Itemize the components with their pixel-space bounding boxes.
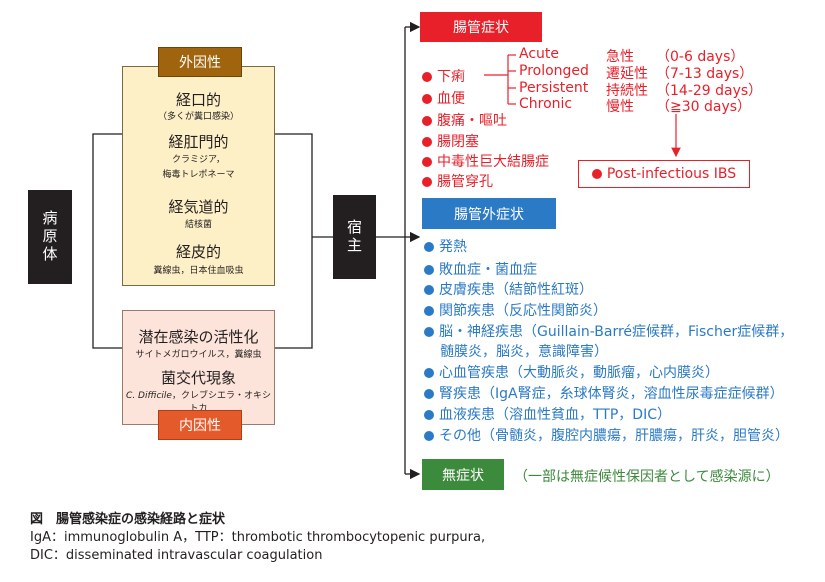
intestinal-item-label: 腸閉塞 [437, 134, 479, 150]
course-days: （7-13 days） [656, 66, 754, 82]
course-jp: 遷延性 [606, 66, 648, 82]
extraintestinal-item: 心血管疾患（大動脈炎，動脈瘤，心内膜炎） [424, 362, 719, 382]
bullet-icon [422, 116, 432, 126]
asymptomatic-note: （一部は無症候性保因者として感染源に） [514, 469, 780, 485]
extraintestinal-item-label: 皮膚疾患（結節性紅斑） [439, 282, 593, 298]
route-skin-note: 糞線虫，日本住血吸虫 [153, 266, 244, 276]
pathogen-box: 病原体 [28, 190, 72, 284]
route-anal: 経肛門的 [168, 133, 229, 151]
bullet-icon [424, 327, 434, 337]
bullet-icon [422, 94, 432, 104]
exogenous-tag-label: 外因性 [179, 55, 221, 71]
endogenous-tag: 内因性 [158, 410, 242, 440]
route-microbial-note-italic: C. Difficile [126, 391, 172, 401]
route-anal-note2: 梅毒トレポネーマ [162, 170, 235, 180]
extraintestinal-item: 敗血症・菌血症 [424, 259, 537, 279]
extraintestinal-item-label: 関節疾患（反応性関節炎） [439, 303, 607, 319]
bullet-icon [424, 285, 434, 295]
intestinal-header-label: 腸管症状 [453, 20, 509, 36]
extraintestinal-item-label: 脳・神経疾患（Guillain-Barré症候群，Fischer症候群， [439, 324, 794, 340]
intestinal-item-label: 血便 [437, 91, 465, 107]
course-en: Prolonged [519, 63, 589, 79]
route-latent-note: サイトメガロウイルス，糞線虫 [135, 350, 262, 360]
course-days: （14-29 days） [656, 83, 763, 99]
extraintestinal-item-label: 発熱 [439, 239, 467, 255]
bullet-icon [422, 72, 432, 82]
route-anal-note: クラミジア， [171, 155, 226, 165]
extraintestinal-header: 腸管外症状 [422, 198, 556, 229]
extraintestinal-item: 血液疾患（溶血性貧血，TTP，DIC） [424, 404, 671, 424]
intestinal-item: 下痢 [422, 66, 465, 86]
route-airway: 経気道的 [168, 198, 229, 216]
course-days: （0-6 days） [656, 49, 745, 65]
host-label: 宿主 [345, 219, 363, 255]
route-microbial-note: C. Difficile，クレブシエラ・オキシトカ [123, 388, 274, 414]
exogenous-tag: 外因性 [158, 47, 242, 77]
asymptomatic-header-label: 無症状 [442, 467, 484, 484]
extraintestinal-item-label: 敗血症・菌血症 [439, 262, 537, 278]
intestinal-item: 血便 [422, 88, 465, 108]
abbreviation-line-1: IgA：immunoglobulin A，TTP：thrombotic thro… [30, 530, 486, 545]
bullet-icon [424, 410, 434, 420]
course-jp: 急性 [606, 49, 634, 65]
bullet-icon [424, 265, 434, 275]
route-microbial-substitution: 菌交代現象 [160, 369, 236, 387]
extraintestinal-item-label: 血液疾患（溶血性貧血，TTP，DIC） [439, 407, 671, 423]
intestinal-item: 腸閉塞 [422, 131, 479, 151]
intestinal-item: 中毒性巨大結腸症 [422, 151, 549, 171]
course-en: Acute [519, 46, 560, 62]
route-oral: 経口的 [175, 91, 221, 109]
course-jp: 持続性 [606, 83, 648, 99]
host-box: 宿主 [333, 195, 376, 279]
extraintestinal-item: 発熱 [424, 236, 467, 256]
extraintestinal-item-label: 腎疾患（IgA腎症，糸球体腎炎，溶血性尿毒症症候群） [439, 386, 784, 402]
route-latent: 潜在感染の活性化 [138, 328, 259, 346]
asymptomatic-header: 無症状 [422, 459, 504, 490]
extraintestinal-header-label: 腸管外症状 [454, 206, 524, 223]
extraintestinal-item: その他（骨髄炎，腹腔内膿瘍，肝膿瘍，肝炎，胆管炎） [424, 425, 789, 445]
bullet-icon [424, 368, 434, 378]
course-jp: 慢性 [606, 99, 634, 115]
bullet-icon [422, 137, 432, 147]
extraintestinal-item-continued: 髄膜炎，脳炎，意識障害） [440, 344, 608, 360]
course-en: Persistent [519, 80, 589, 96]
intestinal-item: 腸管穿孔 [422, 171, 493, 191]
course-days: （≧30 days） [656, 99, 752, 115]
bullet-icon [424, 306, 434, 316]
bullet-icon [591, 169, 602, 179]
bullet-icon [422, 177, 432, 187]
endogenous-panel: 潜在感染の活性化 サイトメガロウイルス，糞線虫 菌交代現象 C. Diffici… [122, 310, 275, 425]
intestinal-item-label: 腹痛・嘔吐 [437, 113, 507, 129]
pathogen-label: 病原体 [40, 210, 59, 264]
intestinal-item: 腹痛・嘔吐 [422, 110, 507, 130]
course-en: Chronic [519, 96, 573, 112]
post-infectious-ibs-label: Post-infectious IBS [606, 166, 737, 182]
intestinal-item-label: 中毒性巨大結腸症 [437, 154, 549, 170]
intestinal-item-label: 下痢 [437, 69, 465, 85]
extraintestinal-item-label: 心血管疾患（大動脈炎，動脈瘤，心内膜炎） [439, 365, 719, 381]
extraintestinal-item: 腎疾患（IgA腎症，糸球体腎炎，溶血性尿毒症症候群） [424, 383, 784, 403]
extraintestinal-item: 脳・神経疾患（Guillain-Barré症候群，Fischer症候群， [424, 321, 793, 341]
abbreviation-line-2: DIC：disseminated intravascular coagulati… [30, 548, 323, 563]
extraintestinal-item: 皮膚疾患（結節性紅斑） [424, 279, 593, 299]
route-microbial-note-rest: ，クレブシエラ・オキシトカ [171, 391, 271, 414]
intestinal-header: 腸管症状 [420, 12, 542, 42]
endogenous-tag-label: 内因性 [179, 418, 221, 434]
intestinal-item-label: 腸管穿孔 [437, 174, 493, 190]
route-airway-note: 結核菌 [184, 220, 212, 230]
route-skin: 経皮的 [175, 243, 221, 261]
bullet-icon [424, 242, 434, 252]
post-infectious-ibs-box: Post-infectious IBS [578, 160, 750, 188]
extraintestinal-item-label: その他（骨髄炎，腹腔内膿瘍，肝膿瘍，肝炎，胆管炎） [439, 428, 789, 444]
exogenous-panel: 経口的 （多くが糞口感染） 経肛門的 クラミジア， 梅毒トレポネーマ 経気道的 … [122, 66, 275, 286]
bullet-icon [424, 389, 434, 399]
bullet-icon [422, 157, 432, 167]
extraintestinal-item: 関節疾患（反応性関節炎） [424, 300, 607, 320]
bullet-icon [424, 431, 434, 441]
figure-title: 図 腸管感染症の感染経路と症状 [30, 512, 226, 527]
route-oral-note: （多くが糞口感染） [157, 112, 239, 122]
